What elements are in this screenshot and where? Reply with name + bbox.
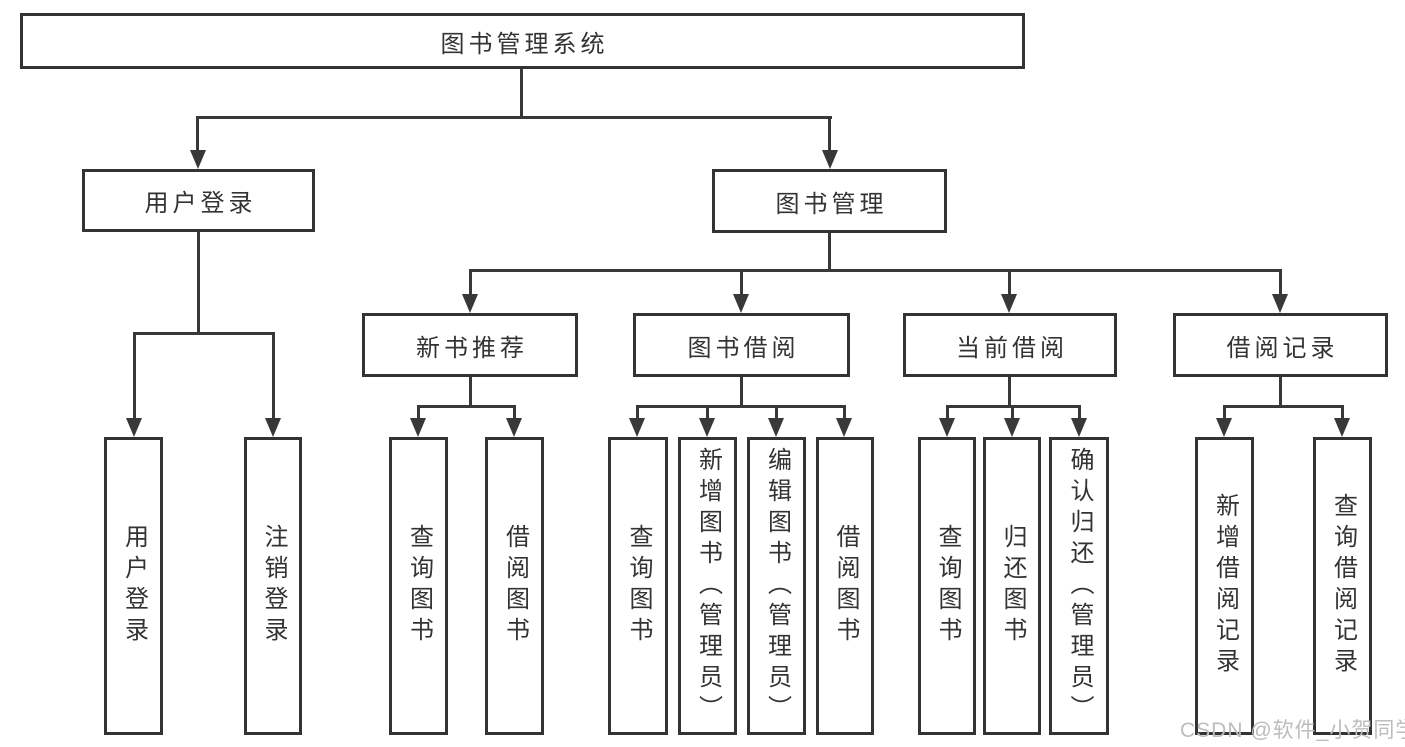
arrow-to-records <box>1272 294 1288 313</box>
leaf-query-borrow-record: 查询借阅记录 <box>1313 437 1372 735</box>
node-current-borrow: 当前借阅 <box>903 313 1117 377</box>
node-current-borrow-label: 当前借阅 <box>956 334 1068 362</box>
arrow-to-cur-2 <box>1004 418 1020 437</box>
arrow-to-login-1 <box>126 418 142 437</box>
connector-stub-bor-1 <box>636 405 639 420</box>
connector-stub-book-mgmt <box>828 116 831 152</box>
arrow-to-cur-1 <box>939 418 955 437</box>
arrow-to-cur-3 <box>1071 418 1087 437</box>
arrow-to-bor-1 <box>629 418 645 437</box>
arrow-to-bor-3 <box>768 418 784 437</box>
connector-stub-bor-2 <box>706 405 709 420</box>
leaf-bor-query-books-label: 查询图书 <box>625 524 652 648</box>
connector-recommend-trunk <box>469 377 472 407</box>
connector-stub-recs-2 <box>1341 405 1344 420</box>
arrow-to-recommend <box>462 294 478 313</box>
arrow-to-rec-1 <box>410 418 426 437</box>
arrow-to-recs-2 <box>1334 418 1350 437</box>
node-user-login: 用户登录 <box>82 169 315 232</box>
connector-stub-user-login <box>196 116 199 152</box>
connector-stub-login-2 <box>272 332 275 420</box>
node-new-book-recommend: 新书推荐 <box>362 313 578 377</box>
leaf-query-borrow-record-label: 查询借阅记录 <box>1329 493 1357 679</box>
arrow-to-current <box>1001 294 1017 313</box>
connector-stub-bor-4 <box>843 405 846 420</box>
connector-stub-recommend <box>469 269 472 296</box>
connector-stub-rec-2 <box>513 405 516 420</box>
connector-current-trunk <box>1008 377 1011 407</box>
connector-stub-borrow <box>740 269 743 296</box>
leaf-cur-return-books: 归还图书 <box>983 437 1041 735</box>
leaf-bor-edit-books-admin-label: 编辑图书（管理员） <box>763 446 791 726</box>
connector-root-trunk <box>520 69 523 118</box>
arrow-to-user-login <box>190 150 206 169</box>
arrow-to-book-mgmt <box>822 150 838 169</box>
leaf-bor-borrow-books: 借阅图书 <box>816 437 874 735</box>
node-root-label: 图书管理系统 <box>440 30 609 58</box>
connector-records-trunk <box>1279 377 1282 407</box>
connector-stub-cur-3 <box>1078 405 1081 420</box>
connector-mgmt-trunk <box>828 233 831 272</box>
leaf-bor-query-books: 查询图书 <box>608 437 668 735</box>
connector-stub-recs-1 <box>1223 405 1226 420</box>
connector-stub-cur-2 <box>1011 405 1014 420</box>
connector-login-bar <box>133 332 275 335</box>
node-book-mgmt-label: 图书管理 <box>775 190 888 218</box>
leaf-bor-edit-books-admin: 编辑图书（管理员） <box>747 437 806 735</box>
node-book-borrow-label: 图书借阅 <box>687 334 800 362</box>
connector-mgmt-bar <box>469 269 1282 272</box>
node-borrow-records-label: 借阅记录 <box>1226 334 1339 362</box>
leaf-cur-query-books-label: 查询图书 <box>934 524 961 648</box>
leaf-cur-confirm-return-admin: 确认归还（管理员） <box>1049 437 1109 735</box>
node-book-mgmt: 图书管理 <box>712 169 947 233</box>
leaf-add-borrow-record-label: 新增借阅记录 <box>1211 493 1239 679</box>
leaf-add-borrow-record: 新增借阅记录 <box>1195 437 1254 735</box>
node-user-login-label: 用户登录 <box>144 190 257 217</box>
leaf-cur-return-books-label: 归还图书 <box>999 524 1026 648</box>
arrow-to-borrow <box>733 294 749 313</box>
arrow-to-rec-2 <box>506 418 522 437</box>
connector-recommend-bar <box>417 405 516 408</box>
connector-login-trunk <box>197 232 200 335</box>
leaf-user-login-label: 用户登录 <box>120 524 148 648</box>
connector-root-bar <box>196 116 832 119</box>
arrow-to-bor-4 <box>836 418 852 437</box>
connector-borrow-trunk <box>740 377 743 407</box>
node-root: 图书管理系统 <box>20 13 1025 69</box>
leaf-bor-add-books-admin-label: 新增图书（管理员） <box>694 446 722 726</box>
leaf-logout: 注销登录 <box>244 437 302 735</box>
connector-stub-cur-1 <box>946 405 949 420</box>
connector-stub-records <box>1279 269 1282 296</box>
connector-records-bar <box>1223 405 1344 408</box>
node-borrow-records: 借阅记录 <box>1173 313 1388 377</box>
csdn-watermark: CSDN @软件_小贺同学 <box>1180 719 1405 742</box>
leaf-rec-query-books-label: 查询图书 <box>405 524 433 648</box>
leaf-cur-query-books: 查询图书 <box>918 437 976 735</box>
leaf-rec-query-books: 查询图书 <box>389 437 448 735</box>
leaf-logout-label: 注销登录 <box>260 524 287 648</box>
leaf-user-login: 用户登录 <box>104 437 163 735</box>
connector-stub-current <box>1008 269 1011 296</box>
arrow-to-bor-2 <box>699 418 715 437</box>
node-new-book-recommend-label: 新书推荐 <box>416 334 528 362</box>
leaf-bor-add-books-admin: 新增图书（管理员） <box>678 437 737 735</box>
leaf-cur-confirm-return-admin-label: 确认归还（管理员） <box>1066 446 1093 726</box>
leaf-rec-borrow-books-label: 借阅图书 <box>501 524 529 648</box>
connector-stub-bor-3 <box>775 405 778 420</box>
arrow-to-login-2 <box>265 418 281 437</box>
leaf-bor-borrow-books-label: 借阅图书 <box>832 524 859 648</box>
leaf-rec-borrow-books: 借阅图书 <box>485 437 544 735</box>
connector-borrow-bar <box>636 405 846 408</box>
connector-stub-rec-1 <box>417 405 420 420</box>
arrow-to-recs-1 <box>1216 418 1232 437</box>
connector-stub-login-1 <box>133 332 136 420</box>
node-book-borrow: 图书借阅 <box>633 313 850 377</box>
